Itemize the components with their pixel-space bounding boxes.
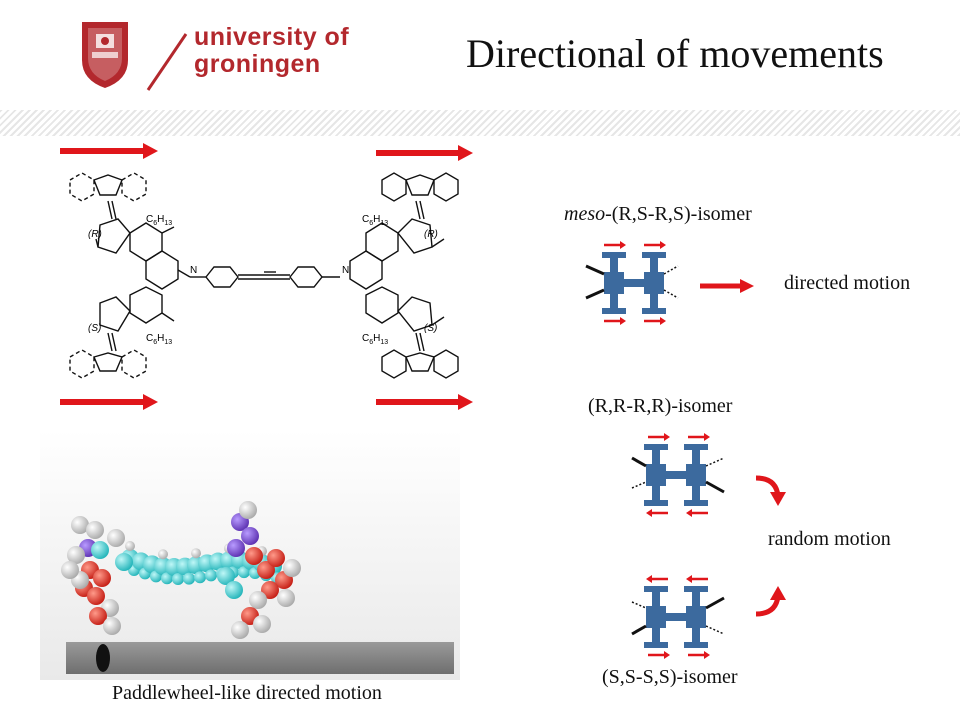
atom-sphere bbox=[194, 571, 206, 584]
alkyl-label-bottom-right: C6H13 bbox=[362, 333, 388, 346]
atom-sphere bbox=[161, 572, 173, 585]
atom-sphere bbox=[93, 569, 111, 587]
ss-isomer-car-icon bbox=[631, 575, 725, 659]
alkyl-label-bottom-left: C6H13 bbox=[146, 333, 172, 346]
header-divider-band bbox=[0, 110, 960, 136]
atom-sphere bbox=[249, 591, 267, 609]
atom-sphere bbox=[87, 587, 105, 605]
atom-sphere bbox=[89, 607, 107, 625]
stereo-label-s-right: (S) bbox=[424, 323, 437, 334]
atom-sphere bbox=[115, 553, 133, 571]
atom-sphere bbox=[283, 559, 301, 577]
atom-sphere bbox=[61, 561, 79, 579]
meso-isomer-car-icon bbox=[585, 241, 679, 325]
alkyl-label-top-right: C6H13 bbox=[362, 214, 388, 227]
isomer-label-meso: meso-(R,S-R,S)-isomer bbox=[564, 203, 752, 226]
university-logo bbox=[76, 14, 376, 94]
atom-sphere bbox=[231, 621, 249, 639]
crest-icon bbox=[82, 22, 188, 91]
molecule-structure-diagram: C6H13 C6H13 C6H13 C6H13 N N (R) (S) (R) … bbox=[60, 143, 473, 410]
atom-sphere bbox=[253, 615, 271, 633]
surface bbox=[66, 642, 454, 674]
atom-sphere bbox=[103, 617, 121, 635]
atom-sphere bbox=[86, 521, 104, 539]
slide-title: Directional of movements bbox=[466, 31, 884, 76]
isomer-label-rr: (R,R-R,R)-isomer bbox=[588, 395, 733, 417]
meso-rest: -(R,S-R,S)-isomer bbox=[605, 203, 752, 225]
isomer-label-ss: (S,S-S,S)-isomer bbox=[602, 666, 738, 688]
nitrogen-label-right: N bbox=[342, 265, 349, 276]
molecule-3d-render bbox=[40, 430, 460, 680]
atom-sphere bbox=[205, 569, 217, 582]
rr-isomer-car-icon bbox=[631, 433, 725, 517]
atom-sphere bbox=[245, 547, 263, 565]
atom-sphere bbox=[261, 581, 279, 599]
atom-sphere bbox=[67, 546, 85, 564]
directed-arrow-icon bbox=[700, 279, 754, 293]
atom-sphere bbox=[217, 567, 235, 585]
random-motion-label: random motion bbox=[768, 528, 891, 550]
atom-sphere bbox=[91, 541, 109, 559]
wordmark-line1: university of bbox=[194, 23, 350, 51]
atom-sphere bbox=[125, 541, 135, 551]
atom-sphere bbox=[239, 501, 257, 519]
atom-sphere bbox=[172, 573, 184, 586]
atom-sphere bbox=[183, 572, 195, 585]
atom-sphere bbox=[277, 589, 295, 607]
atom-sphere bbox=[191, 548, 201, 559]
stereo-label-s-left: (S) bbox=[88, 323, 101, 334]
curved-arrow-down-icon bbox=[755, 475, 786, 506]
meso-prefix: meso bbox=[564, 203, 606, 225]
nitrogen-label-left: N bbox=[190, 265, 197, 276]
directed-motion-label: directed motion bbox=[784, 272, 911, 294]
stereo-label-r-right: (R) bbox=[424, 229, 438, 240]
atom-sphere bbox=[107, 529, 125, 547]
university-wordmark: university of groningen bbox=[194, 24, 349, 78]
atom-sphere bbox=[241, 527, 259, 545]
atom-sphere bbox=[225, 581, 243, 599]
curved-arrow-up-icon bbox=[755, 586, 786, 617]
atom-sphere bbox=[267, 549, 285, 567]
atom-sphere bbox=[257, 561, 275, 579]
atom-sphere bbox=[227, 539, 245, 557]
contact-point-icon bbox=[96, 644, 110, 672]
stereo-label-r-left: (R) bbox=[88, 229, 102, 240]
atom-sphere bbox=[71, 516, 89, 534]
atom-sphere bbox=[158, 549, 168, 560]
wordmark-line2: groningen bbox=[194, 50, 321, 78]
alkyl-label-top-left: C6H13 bbox=[146, 214, 172, 227]
figure-caption: Paddlewheel-like directed motion bbox=[112, 682, 382, 704]
